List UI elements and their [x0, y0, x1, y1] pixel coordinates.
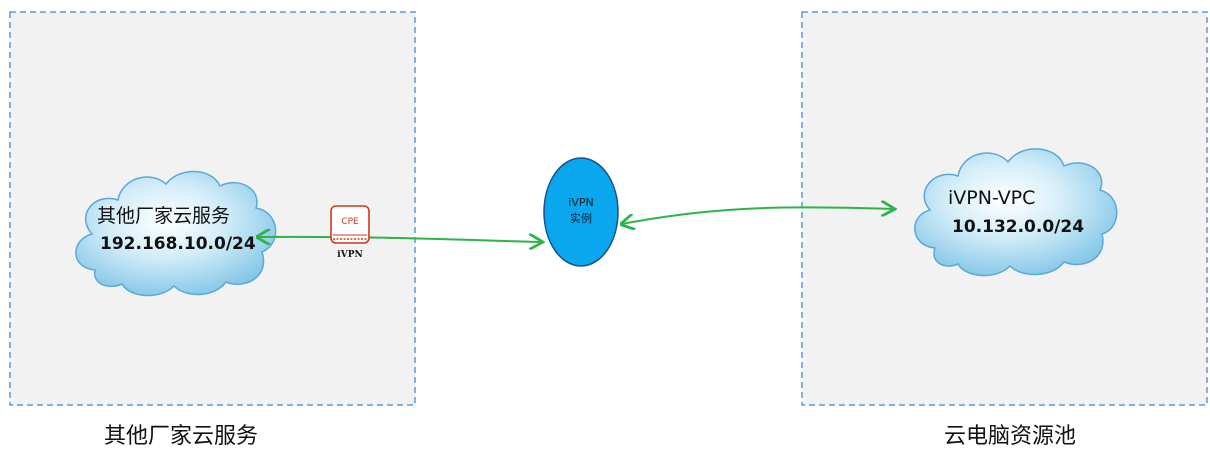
cpe-badge: CPE	[341, 217, 359, 227]
cpe-caption: iVPN	[337, 250, 362, 260]
cloud-right-cidr: 10.132.0.0/24	[952, 217, 1084, 237]
ivpn-instance-node	[543, 157, 619, 267]
zone-title-right: 云电脑资源池	[944, 424, 1076, 449]
link-left-to-instance	[258, 237, 541, 242]
zone-title-left: 其他厂家云服务	[104, 424, 258, 449]
cloud-left	[75, 170, 277, 297]
ivpn-instance-label-line2: 实例	[570, 211, 592, 225]
cloud-right-label: iVPN-VPC	[948, 187, 1035, 209]
cloud-right	[914, 148, 1118, 277]
cloud-left-cidr: 192.168.10.0/24	[100, 234, 256, 254]
ivpn-instance-label-line1: iVPN	[568, 196, 593, 209]
link-instance-to-right	[622, 207, 893, 224]
cpe-router-icon	[330, 205, 370, 244]
cloud-left-label: 其他厂家云服务	[97, 205, 230, 227]
